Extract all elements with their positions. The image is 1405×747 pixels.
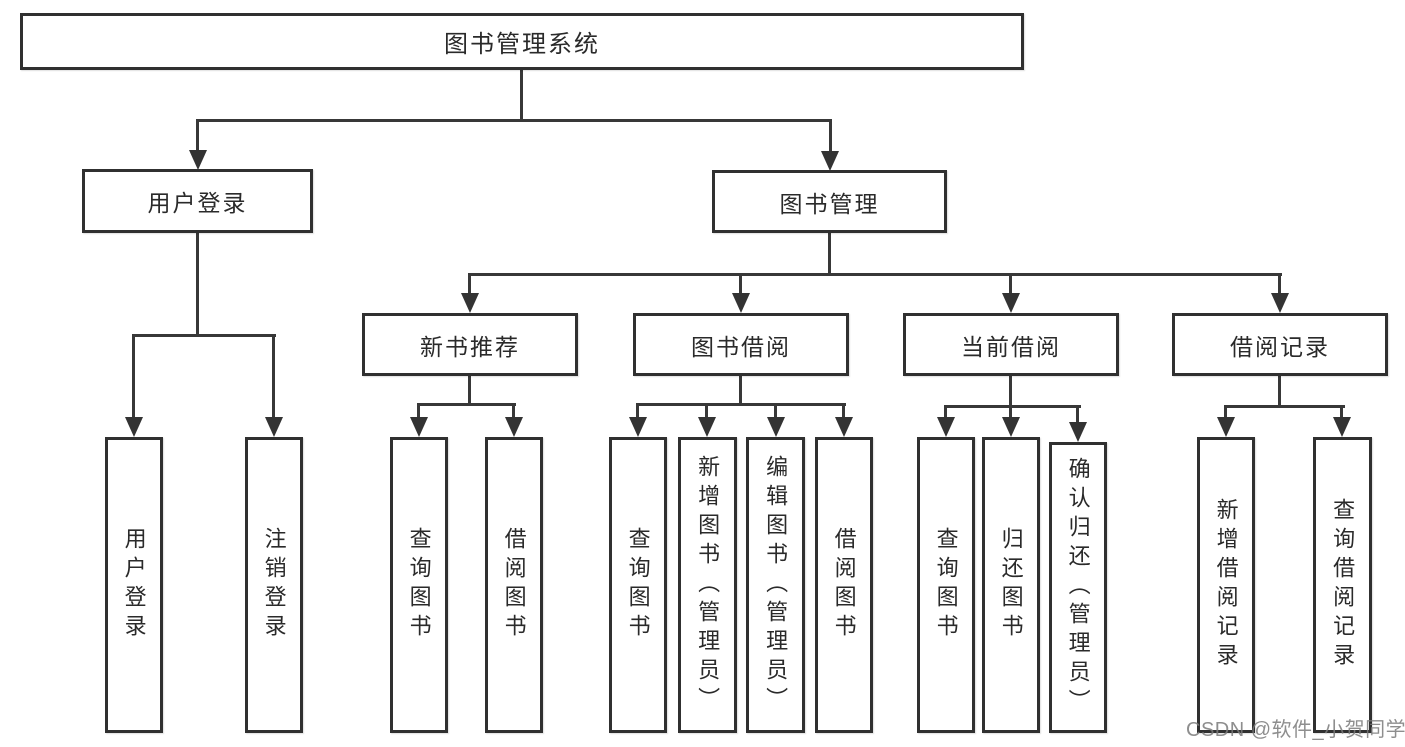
leaf-confirm-return-admin: 确认归还（管理员） <box>1049 442 1107 733</box>
connector-userlogin-split <box>132 334 276 337</box>
arrowhead-down-icon <box>1069 422 1087 442</box>
leaf-add-borrow-record: 新增借阅记录 <box>1197 437 1255 733</box>
node-book-management-system: 图书管理系统 <box>20 13 1024 70</box>
leaf-label: 归还图书 <box>998 527 1024 643</box>
connector-drop-leaf <box>705 403 708 419</box>
connector-root-trunk <box>520 69 523 120</box>
leaf-label: 新增借阅记录 <box>1213 498 1239 672</box>
arrowhead-down-icon <box>265 417 283 437</box>
arrowhead-down-icon <box>732 293 750 313</box>
node-label: 图书借阅 <box>691 333 791 360</box>
leaf-add-book-admin: 新增图书（管理员） <box>678 437 737 733</box>
connector-drop-records <box>1278 273 1281 296</box>
leaf-label: 查询图书 <box>406 527 432 643</box>
arrowhead-down-icon <box>835 417 853 437</box>
leaf-query-borrow-record: 查询借阅记录 <box>1313 437 1372 733</box>
leaf-label: 借阅图书 <box>501 527 527 643</box>
leaf-label: 查询图书 <box>625 527 651 643</box>
arrowhead-down-icon <box>1002 293 1020 313</box>
connector-drop-leaf <box>636 403 639 419</box>
connector-userlogin-trunk <box>196 233 199 336</box>
arrowhead-down-icon <box>1333 417 1351 437</box>
connector-level3-split <box>468 273 1282 276</box>
connector-root-split <box>196 119 832 122</box>
node-label: 借阅记录 <box>1230 333 1330 360</box>
node-new-book-recommend: 新书推荐 <box>362 313 578 376</box>
leaf-label: 编辑图书（管理员） <box>763 454 789 716</box>
leaf-label: 查询借阅记录 <box>1330 498 1356 672</box>
leaf-query-books-recommend: 查询图书 <box>390 437 448 733</box>
connector-current-trunk <box>1009 376 1012 407</box>
arrowhead-down-icon <box>1217 417 1235 437</box>
arrowhead-down-icon <box>937 417 955 437</box>
leaf-edit-book-admin: 编辑图书（管理员） <box>746 437 805 733</box>
connector-drop-leaf <box>417 403 420 419</box>
connector-borrow-split <box>636 403 846 406</box>
connector-drop-leaf <box>1009 405 1012 419</box>
arrowhead-down-icon <box>410 417 428 437</box>
connector-drop-recommend <box>468 273 471 296</box>
leaf-query-books-borrow: 查询图书 <box>609 437 667 733</box>
leaf-borrow-books-borrow: 借阅图书 <box>815 437 873 733</box>
connector-current-split <box>944 405 1081 408</box>
node-current-borrow: 当前借阅 <box>903 313 1119 376</box>
arrowhead-down-icon <box>189 150 207 170</box>
leaf-borrow-books-recommend: 借阅图书 <box>485 437 543 733</box>
connector-records-trunk <box>1278 375 1281 407</box>
connector-drop-leaf <box>944 405 947 419</box>
connector-drop-leaf <box>1340 405 1343 419</box>
node-book-management: 图书管理 <box>712 170 947 233</box>
connector-drop-leaf <box>1076 405 1079 424</box>
arrowhead-down-icon <box>461 293 479 313</box>
arrowhead-down-icon <box>1271 293 1289 313</box>
connector-recommend-trunk <box>468 376 471 406</box>
connector-drop-leaf <box>512 403 515 419</box>
connector-drop-user-login <box>196 119 199 153</box>
connector-drop-leaf <box>1224 405 1227 419</box>
connector-drop-leaf <box>272 334 275 419</box>
node-label: 新书推荐 <box>420 333 520 360</box>
leaf-label: 注销登录 <box>261 527 287 643</box>
node-label: 图书管理系统 <box>444 31 600 58</box>
connector-borrow-trunk <box>739 376 742 406</box>
connector-drop-leaf <box>132 334 135 419</box>
arrowhead-down-icon <box>767 417 785 437</box>
node-label: 用户登录 <box>147 190 248 216</box>
leaf-return-books: 归还图书 <box>982 437 1040 733</box>
arrowhead-down-icon <box>505 417 523 437</box>
leaf-label: 确认归还（管理员） <box>1065 457 1091 718</box>
node-book-borrow: 图书借阅 <box>633 313 849 376</box>
arrowhead-down-icon <box>698 417 716 437</box>
leaf-label: 新增图书（管理员） <box>695 454 721 716</box>
arrowhead-down-icon <box>629 417 647 437</box>
connector-drop-borrow <box>739 273 742 296</box>
node-label: 当前借阅 <box>961 333 1061 360</box>
csdn-watermark: CSDN @软件_小贺同学 <box>1186 719 1405 741</box>
leaf-logout: 注销登录 <box>245 437 303 733</box>
leaf-label: 查询图书 <box>933 527 959 643</box>
leaf-user-login: 用户登录 <box>105 437 163 733</box>
connector-drop-current <box>1009 273 1012 296</box>
connector-recommend-split <box>417 403 516 406</box>
node-label: 图书管理 <box>779 190 880 217</box>
connector-drop-book-management <box>829 119 832 153</box>
connector-records-split <box>1224 405 1345 408</box>
leaf-query-books-current: 查询图书 <box>917 437 975 733</box>
connector-drop-leaf <box>842 403 845 419</box>
arrowhead-down-icon <box>821 151 839 171</box>
arrowhead-down-icon <box>125 417 143 437</box>
leaf-label: 借阅图书 <box>831 527 857 643</box>
connector-bookmgmt-trunk <box>828 233 831 276</box>
node-user-login: 用户登录 <box>82 169 313 233</box>
connector-drop-leaf <box>774 403 777 419</box>
arrowhead-down-icon <box>1002 417 1020 437</box>
leaf-label: 用户登录 <box>121 527 147 643</box>
node-borrow-records: 借阅记录 <box>1172 313 1388 376</box>
